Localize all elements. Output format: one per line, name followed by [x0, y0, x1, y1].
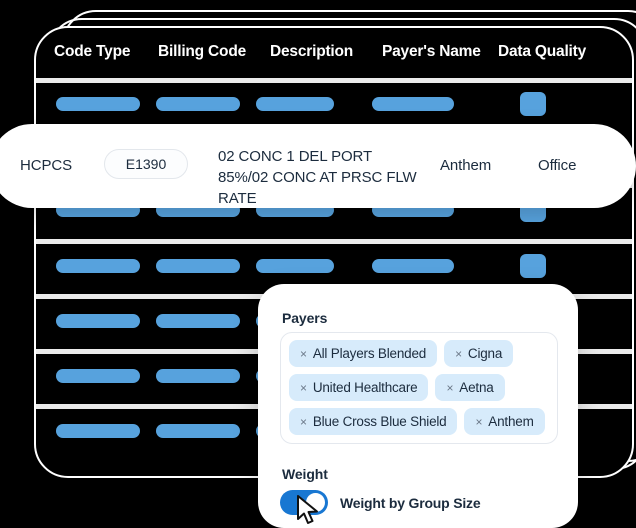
remove-icon[interactable]: ×: [446, 380, 454, 395]
payer-chip[interactable]: × Cigna: [444, 340, 514, 367]
table-divider: [34, 78, 634, 83]
cell-code-type: HCPCS: [20, 157, 73, 174]
table-row[interactable]: [34, 83, 634, 129]
table-divider: [34, 239, 634, 244]
skeleton-cell: [156, 97, 240, 111]
cell-data-quality: Office: [538, 157, 577, 174]
skeleton-cell: [56, 314, 140, 328]
weight-label: Weight: [282, 466, 328, 482]
payer-chip[interactable]: × Anthem: [464, 408, 545, 435]
remove-icon[interactable]: ×: [300, 346, 307, 361]
cell-billing-code-badge[interactable]: E1390: [104, 149, 188, 179]
payer-chip-label: Blue Cross Blue Shield: [312, 414, 447, 429]
payer-chip-label: Anthem: [488, 414, 534, 429]
cell-description: 02 CONC 1 DEL PORT 85%/02 CONC AT PRSC F…: [218, 148, 417, 207]
payer-chip[interactable]: × United Healthcare: [289, 374, 429, 401]
column-header-billing-code: Billing Code: [158, 43, 247, 60]
skeleton-cell: [156, 369, 240, 383]
payer-chip[interactable]: × Aetna: [435, 374, 505, 401]
skeleton-cell: [372, 259, 454, 273]
payer-chip-label: Aetna: [459, 380, 494, 395]
table-header-row: Code Type Billing Code Description Payer…: [34, 26, 634, 78]
skeleton-cell: [56, 369, 140, 383]
column-header-code-type: Code Type: [54, 43, 131, 60]
skeleton-cell: [56, 97, 140, 111]
skeleton-cell: [256, 259, 334, 273]
toggle-knob: [306, 493, 325, 512]
payer-chip-label: United Healthcare: [312, 380, 418, 395]
remove-icon[interactable]: ×: [455, 346, 462, 361]
payer-chip[interactable]: × All Players Blended: [289, 340, 438, 367]
filter-panel: Payers × All Players Blended × Cigna × U…: [258, 284, 578, 528]
skeleton-cell: [256, 97, 334, 111]
skeleton-cell: [520, 92, 546, 116]
payer-chip[interactable]: × Blue Cross Blue Shield: [289, 408, 458, 435]
skeleton-cell: [372, 97, 454, 111]
table-row[interactable]: [34, 245, 634, 291]
payer-chip-label: Cigna: [467, 346, 503, 361]
payers-label: Payers: [282, 310, 328, 326]
skeleton-cell: [156, 424, 240, 438]
cell-payer-name: Anthem: [440, 157, 492, 174]
column-header-payers-name: Payer's Name: [382, 43, 481, 60]
highlighted-table-row[interactable]: HCPCS E1390 02 CONC 1 DEL PORT 85%/02 CO…: [0, 124, 636, 208]
column-header-data-quality: Data Quality: [498, 43, 587, 60]
skeleton-cell: [156, 314, 240, 328]
payer-chip-label: All Players Blended: [312, 346, 427, 361]
column-header-description: Description: [270, 43, 354, 60]
remove-icon[interactable]: ×: [300, 414, 307, 429]
skeleton-cell: [56, 424, 140, 438]
skeleton-cell: [56, 259, 140, 273]
skeleton-cell: [520, 254, 546, 278]
remove-icon[interactable]: ×: [475, 414, 483, 429]
weight-by-group-size-toggle[interactable]: [280, 490, 328, 515]
weight-toggle-label: Weight by Group Size: [340, 495, 481, 511]
skeleton-cell: [156, 259, 240, 273]
remove-icon[interactable]: ×: [300, 380, 307, 395]
payers-multiselect[interactable]: × All Players Blended × Cigna × United H…: [280, 332, 558, 444]
